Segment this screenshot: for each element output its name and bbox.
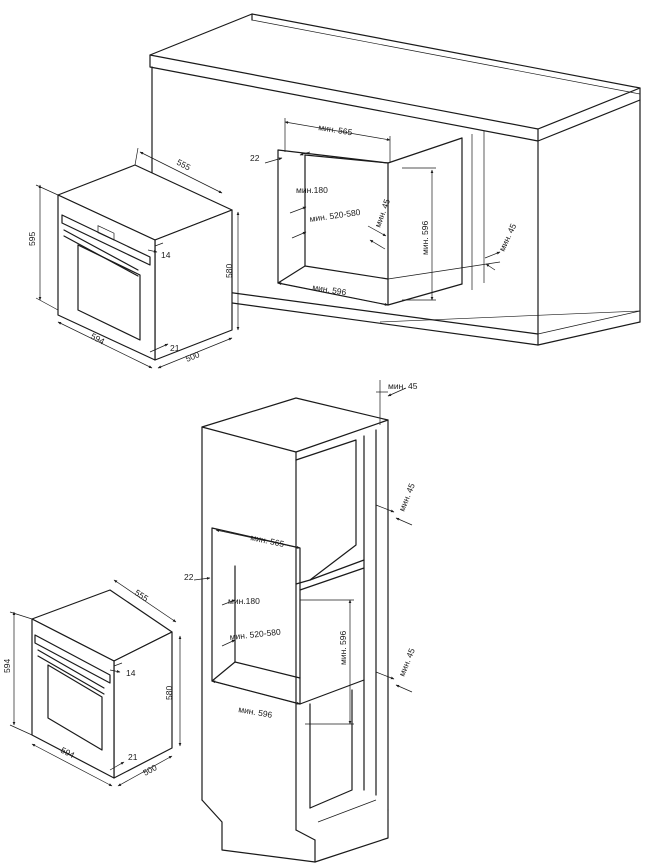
upper-oven-depth-total-label: 555	[175, 157, 192, 173]
upper-bottom-width-label: мин. 596	[312, 282, 348, 297]
lower-back-vent-upper-label: мин. 45	[397, 481, 417, 512]
lower-width-label: мин. 565	[250, 532, 286, 549]
upper-top-gap-label: 22	[250, 153, 260, 163]
upper-rear-label: мин.180	[296, 185, 328, 195]
upper-niche-dimensions: мин. 565 22 мин.180 мин. 520-580 мин. 45…	[250, 118, 519, 306]
lower-oven-door-offset-label: 21	[128, 752, 138, 762]
lower-depth-label: мин. 520-580	[229, 627, 281, 642]
lower-bottom-width-label: мин. 596	[238, 704, 274, 720]
lower-oven-depth-total-label: 555	[133, 587, 151, 603]
upper-oven-front-height-label: 580	[224, 264, 234, 278]
lower-rear-label: мин.180	[228, 596, 260, 606]
lower-oven	[31, 589, 173, 779]
lower-top-gap-label: 22	[184, 572, 194, 582]
upper-oven-height-label: 595	[27, 232, 37, 246]
upper-height-label: мин. 596	[420, 221, 430, 255]
upper-side-vent-label: мин. 45	[497, 222, 519, 253]
upper-oven-door-offset-label: 21	[170, 343, 180, 353]
upper-depth-label: мин. 520-580	[309, 207, 361, 224]
lower-oven-panel-label: 14	[126, 668, 136, 678]
lower-top-vent-label: мин. 45	[388, 381, 418, 391]
upper-oven-panel-label: 14	[161, 250, 171, 260]
lower-oven-front-height-label: 580	[164, 686, 174, 700]
upper-vent-label: мин. 45	[372, 197, 392, 228]
lower-back-vent-lower-label: мин. 45	[397, 646, 417, 677]
upper-niche-width-label: мин. 565	[318, 122, 354, 137]
lower-height-label: мин. 596	[338, 631, 348, 665]
lower-oven-height-label: 594	[2, 659, 12, 673]
tall-column-cabinet	[201, 397, 389, 863]
upper-oven	[57, 164, 233, 361]
